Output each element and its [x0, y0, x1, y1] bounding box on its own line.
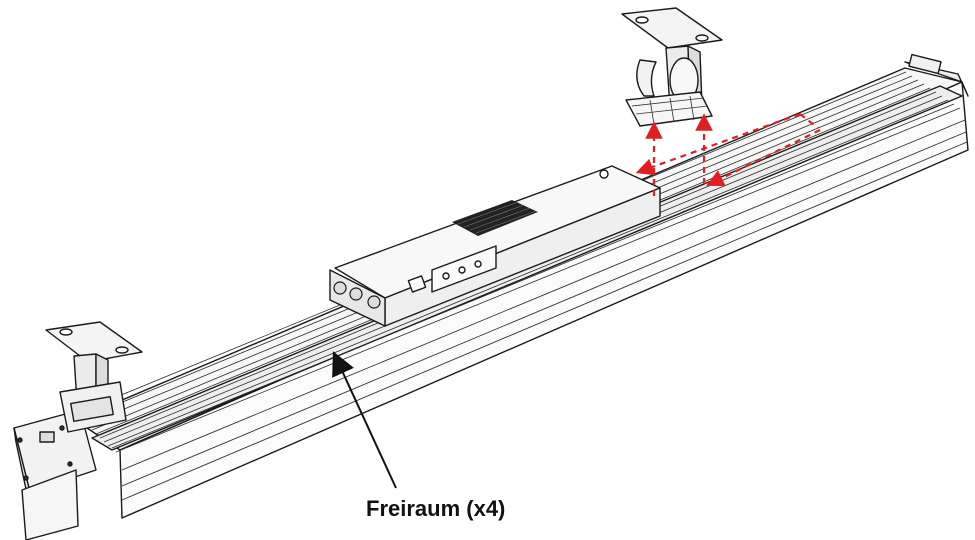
right-end-cap [904, 53, 969, 97]
vent-grille [452, 200, 538, 236]
clearance-label: Freiraum (x4) [366, 496, 506, 521]
mounting-bracket-right [621, 7, 723, 127]
light-bar-body [74, 67, 969, 519]
front-lens-lines [121, 119, 968, 501]
installation-arrows [635, 112, 821, 196]
slide-arrow-lower [706, 129, 821, 187]
slide-arrow-upper [635, 112, 801, 176]
connector-ports [333, 281, 381, 309]
mounting-bracket-left [45, 321, 143, 433]
left-end-cap [13, 409, 97, 540]
callout-arrow [332, 351, 397, 489]
